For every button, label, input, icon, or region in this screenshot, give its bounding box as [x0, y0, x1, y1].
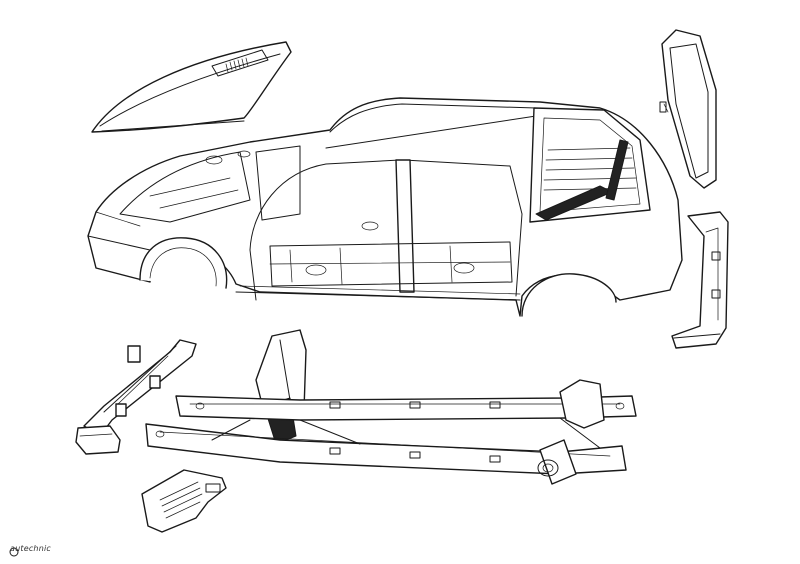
underbody-guard-plate — [141, 469, 227, 533]
front-crossmember — [75, 339, 197, 455]
bonnet-panel — [91, 41, 292, 133]
guard-plate-grille — [159, 481, 203, 519]
bonnet-vent-grille — [225, 57, 249, 73]
chassis-frame — [145, 329, 637, 485]
signature-logo-mark — [9, 547, 19, 557]
tailgate-panel — [659, 29, 717, 189]
rear-end-panel — [671, 211, 729, 349]
artist-signature: autechnic — [10, 544, 51, 553]
body-shell — [87, 97, 683, 317]
